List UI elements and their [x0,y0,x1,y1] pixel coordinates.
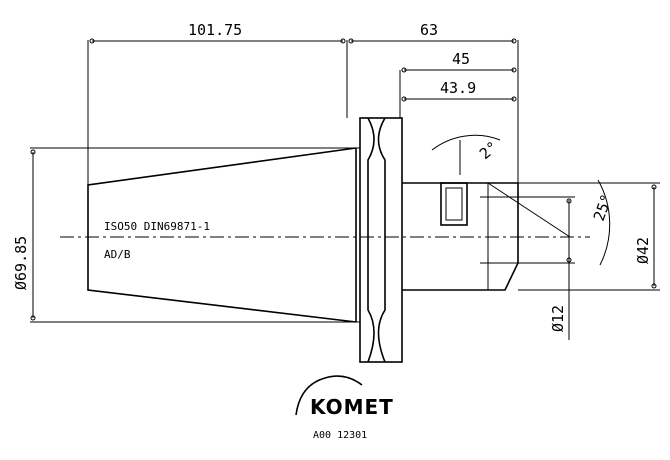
article-number: A00 12301 [313,430,367,441]
angle-small-dimension: 2° [476,138,501,163]
taper-length-dimension: 101.75 [188,21,242,39]
taper-shank [87,147,357,323]
bore-diameter-dimension: Ø42 [634,237,652,264]
extension-lines [30,40,660,323]
standard-note: ISO50 DIN69871-1 [104,220,210,233]
overall-nose-dimension: 63 [420,21,438,39]
form-note: AD/B [104,248,131,261]
flange [359,117,403,363]
chamfer-angle-dimension: 25° [590,192,616,224]
angle-arcs [431,134,611,266]
bore-depth-dimension: 43.9 [440,79,476,97]
komet-logo: KOMET [295,375,394,419]
taper-diameter-dimension: Ø69.85 [12,236,30,290]
pilot-diameter-dimension: Ø12 [549,305,567,332]
flange-face-dimension: 45 [452,50,470,68]
brand-logo-text: KOMET [310,395,394,419]
dimension-lines [30,38,657,340]
drive-slot [440,182,468,226]
